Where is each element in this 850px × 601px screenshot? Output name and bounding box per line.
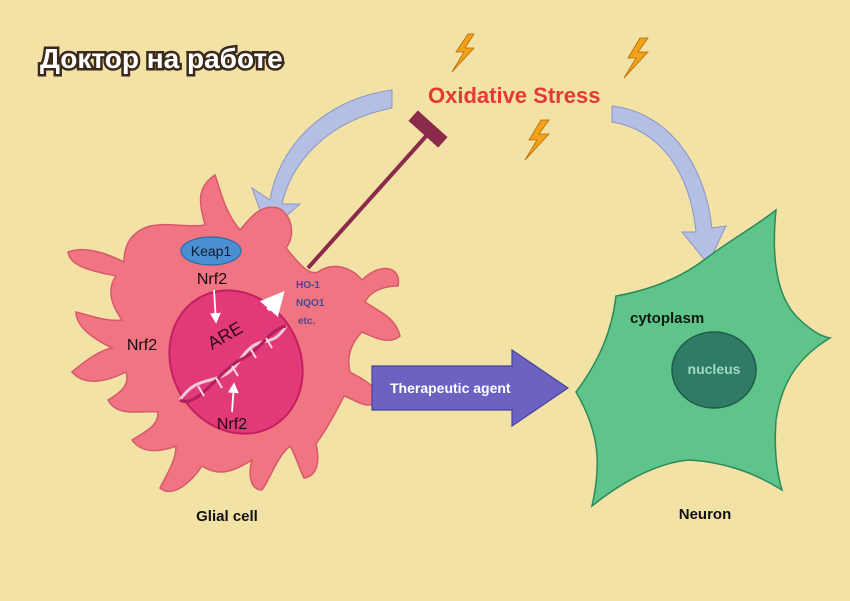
gene-expression-arrow	[259, 290, 285, 317]
therapeutic-agent-label: Therapeutic agent	[390, 380, 511, 396]
nrf2-left-label: Nrf2	[127, 337, 157, 354]
dna-helix-icon	[178, 324, 288, 404]
nucleus-label: nucleus	[688, 361, 741, 377]
glial-cell-caption: Glial cell	[196, 508, 258, 525]
watermark-text: Доктор на работе	[40, 43, 283, 74]
inhibition-bar	[306, 110, 448, 270]
keap1-label: Keap1	[191, 243, 232, 259]
nrf2-top-label: Nrf2	[197, 271, 227, 288]
nrf2-binding-arrow	[227, 382, 239, 413]
lightning-icon	[623, 37, 649, 79]
nrf2-bottom-label: Nrf2	[217, 416, 247, 433]
gene-label-nqo1: NQO1	[296, 298, 325, 309]
therapeutic-agent-arrow	[371, 348, 570, 428]
keap1-ellipse	[180, 236, 242, 266]
neuron-nucleus	[671, 331, 757, 409]
lightning-icon	[451, 33, 475, 73]
nrf2-translocation-arrow	[210, 289, 221, 324]
gene-label-etc: etc.	[298, 316, 315, 327]
cytoplasm-label: cytoplasm	[630, 310, 704, 327]
lightning-icon	[524, 119, 550, 161]
curved-arrow-to-neuron	[611, 105, 727, 265]
gene-label-ho1: HO-1	[296, 280, 320, 291]
oxidative-stress-label: Oxidative Stress	[428, 83, 600, 108]
neuron-caption: Neuron	[679, 506, 732, 523]
